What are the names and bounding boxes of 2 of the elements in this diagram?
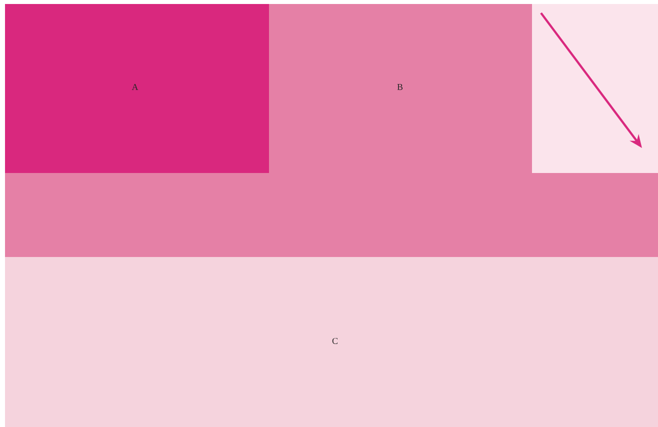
region-block: A xyxy=(5,4,269,173)
region-block: C xyxy=(5,256,658,427)
